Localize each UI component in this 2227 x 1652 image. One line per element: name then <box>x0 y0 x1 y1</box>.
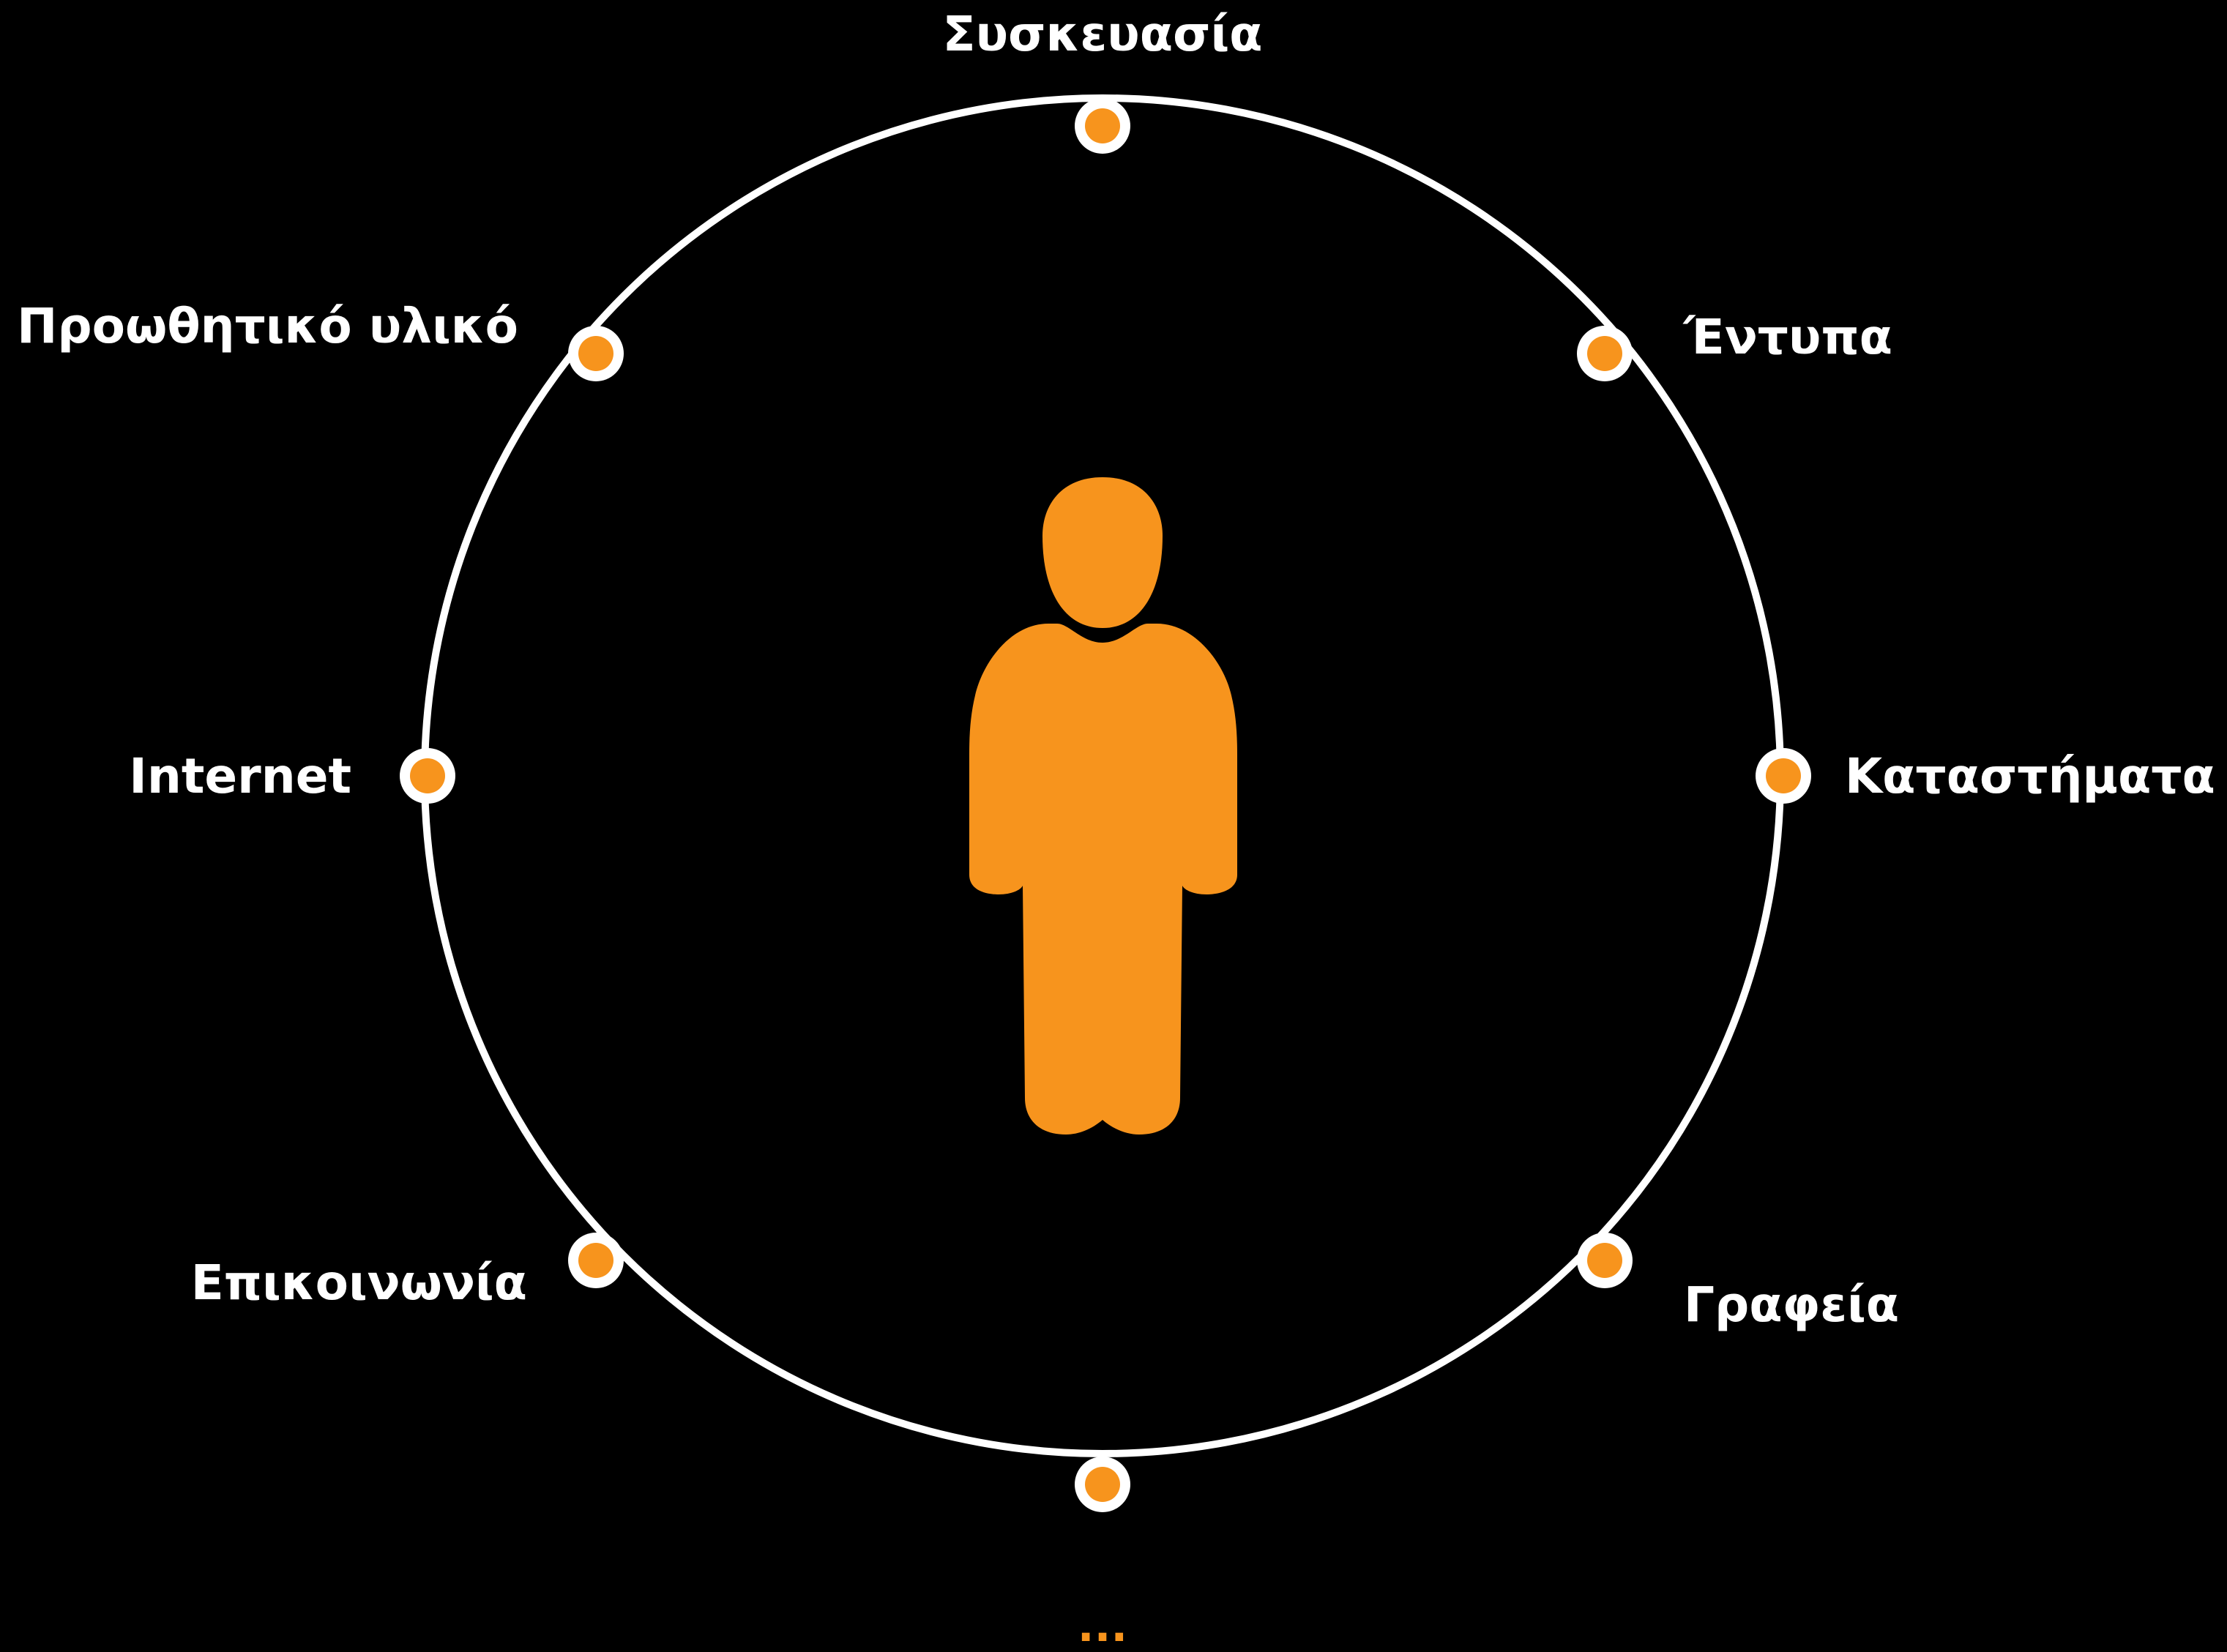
node-marker-left <box>400 748 455 804</box>
node-label-bottom: ... <box>1077 1601 1128 1652</box>
node-label-right: Καταστήματα <box>1845 748 2215 804</box>
node-marker-top <box>1075 98 1130 154</box>
node-label-left: Internet <box>129 748 351 804</box>
node-marker-bottom-left <box>568 1233 624 1288</box>
node-marker-top-left <box>568 326 624 381</box>
node-label-bottom-left: Επικοινωνία <box>190 1255 527 1311</box>
node-label-top: Συσκευασία <box>942 6 1263 62</box>
node-label-top-right: Έντυπα <box>1684 309 1893 365</box>
node-marker-right <box>1756 748 1811 804</box>
person-icon <box>969 477 1237 1135</box>
node-label-bottom-right: Γραφεία <box>1684 1277 1900 1333</box>
node-label-top-left: Προωθητικό υλικό <box>17 298 518 354</box>
node-marker-bottom <box>1075 1457 1130 1512</box>
node-marker-bottom-right <box>1577 1233 1633 1288</box>
node-marker-top-right <box>1577 326 1633 381</box>
